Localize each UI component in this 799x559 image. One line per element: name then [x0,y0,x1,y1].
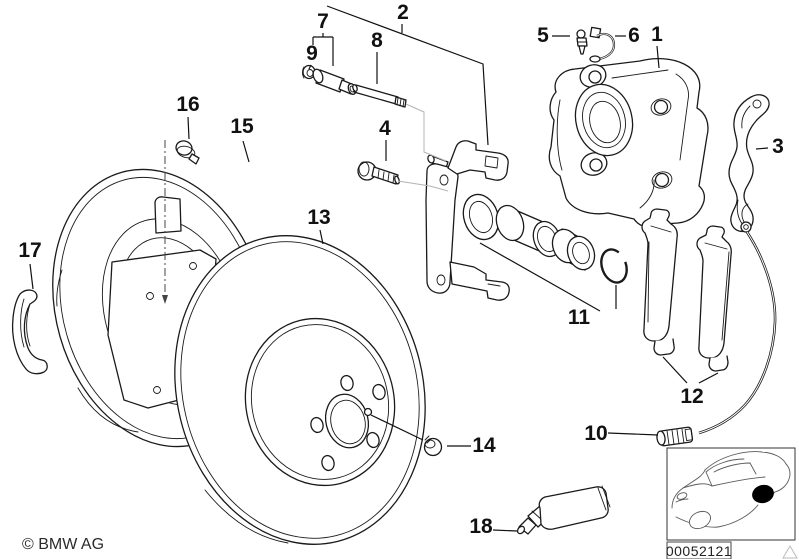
callout-7: 7 [317,10,329,33]
disc-set-screw [370,414,443,457]
watermark-triangle-icon [782,545,798,559]
anti-rattle-spring [728,94,770,233]
caliper-piston [495,204,562,258]
callout-14: 14 [472,434,496,457]
guide-bush [312,68,357,95]
part-number-plate [666,541,732,559]
wear-sensor [656,203,777,447]
callout-15: 15 [230,115,254,138]
rear-axle-highlight [752,484,774,504]
callout-3: 3 [772,135,784,158]
grease-tube [516,485,611,535]
car-sketch [671,451,791,530]
leader-lines [29,5,769,532]
callout-1: 1 [651,23,663,46]
shield-screw [175,140,200,165]
handbrake-shoe [11,289,48,375]
callout-12: 12 [680,385,703,408]
copyright-text: © BMW AG [22,536,104,553]
guide-pin [352,83,407,108]
callout-2: 2 [397,1,409,24]
assembly-guide-lines [397,103,449,192]
brake-caliper [548,57,709,229]
callout-13: 13 [307,206,330,229]
part-number-text: 00052121 [666,543,732,559]
brake-pad-outer [696,225,732,372]
callout-17: 17 [18,239,41,262]
callout-6: 6 [628,24,640,47]
retaining-clip [589,26,616,63]
callout-8: 8 [371,29,383,52]
piston-seal-ring [462,193,500,241]
piston-dust-boot [551,228,596,271]
mounting-axis-line [162,140,168,304]
callout-10: 10 [584,422,607,445]
callout-4: 4 [379,117,391,140]
car-locator-thumbnail: 00052121 [666,447,798,559]
callout-5: 5 [537,24,549,47]
callout-18: 18 [469,515,493,538]
carrier-bolt [357,161,400,185]
bleeder-valve [576,29,588,55]
piston-circlip [600,248,628,284]
brake-pad-inner [641,208,678,356]
brake-disc [174,235,426,545]
callout-16: 16 [176,93,199,116]
callout-9: 9 [306,42,318,65]
callout-11: 11 [568,306,591,329]
